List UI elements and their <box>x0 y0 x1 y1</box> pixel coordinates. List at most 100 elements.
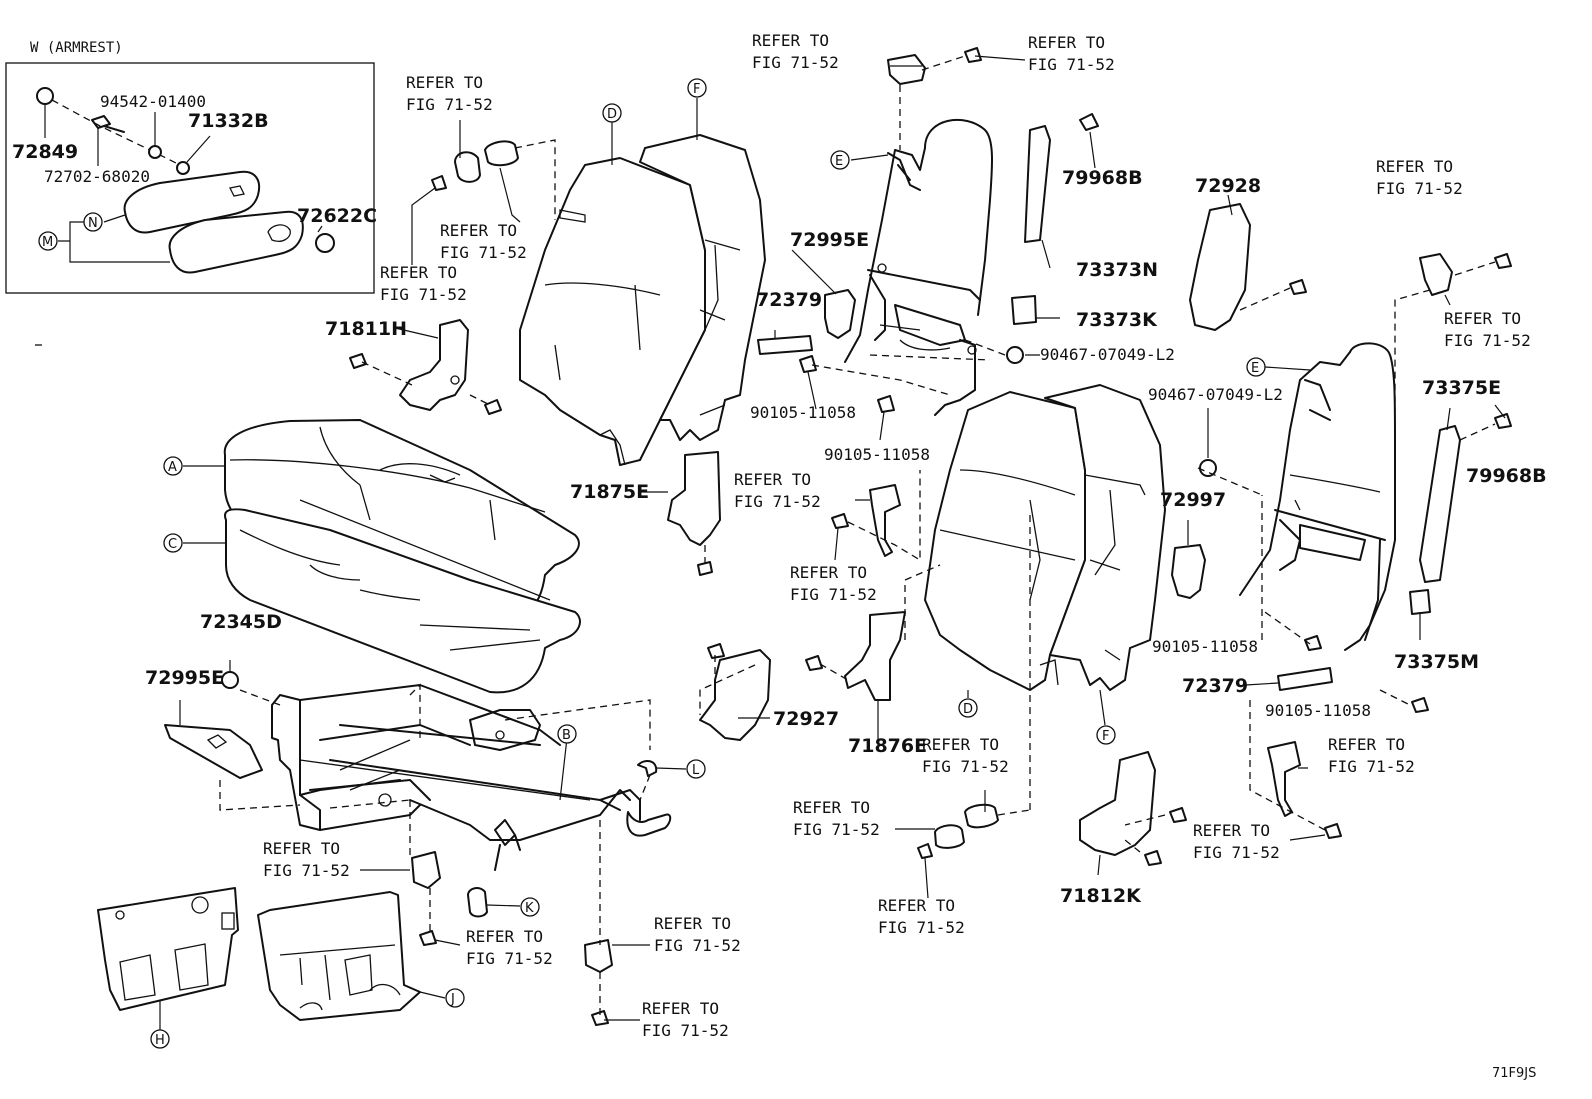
svg-text:FIG 71-52: FIG 71-52 <box>793 820 880 839</box>
seat-cover-j <box>257 891 421 1021</box>
pn-90105-11058-c: 90105-11058 <box>1152 637 1258 656</box>
pn-72995E-top: 72995E <box>790 229 869 251</box>
figure-code: 71F9JS <box>1492 1066 1536 1081</box>
svg-text:FIG 71-52: FIG 71-52 <box>466 949 553 968</box>
svg-text:E: E <box>835 154 843 169</box>
pn-72995E-lower: 72995E <box>145 667 224 689</box>
svg-text:REFER TO: REFER TO <box>734 470 811 489</box>
refer-to-labels: REFER TO FIG 71-52 REFER TO FIG 71-52 REFE… <box>263 31 1531 1040</box>
callout-h: H <box>150 1029 170 1049</box>
pn-90105-11058-b: 90105-11058 <box>824 445 930 464</box>
svg-text:FIG 71-52: FIG 71-52 <box>752 53 839 72</box>
svg-text:REFER TO: REFER TO <box>878 896 955 915</box>
seat-cushion-c <box>224 508 581 694</box>
svg-text:REFER TO: REFER TO <box>263 839 340 858</box>
pn-72927: 72927 <box>773 708 839 730</box>
inset-title: W (ARMREST) <box>30 40 123 56</box>
pn-72379-left: 72379 <box>756 289 822 311</box>
pn-79968B-top: 79968B <box>1062 167 1143 189</box>
svg-text:FIG 71-52: FIG 71-52 <box>1444 331 1531 350</box>
leader-lines <box>159 55 1506 1030</box>
svg-text:F: F <box>693 82 700 97</box>
pn-71332B: 71332B <box>188 110 269 132</box>
svg-text:L: L <box>692 763 700 778</box>
svg-text:REFER TO: REFER TO <box>466 927 543 946</box>
seat-frame-b <box>271 684 672 871</box>
svg-text:REFER TO: REFER TO <box>1376 157 1453 176</box>
seat-back-d-left <box>519 157 706 466</box>
small-parts <box>164 47 1512 1026</box>
callout-b: B <box>557 724 577 744</box>
pn-90105-11058-a: 90105-11058 <box>750 403 856 422</box>
pn-71811H: 71811H <box>325 318 407 340</box>
svg-text:N: N <box>88 216 98 231</box>
svg-text:A: A <box>168 460 177 475</box>
svg-text:REFER TO: REFER TO <box>922 735 999 754</box>
seat-back-f-right <box>1044 384 1166 691</box>
pn-90105-11058-d: 90105-11058 <box>1265 701 1371 720</box>
svg-text:REFER TO: REFER TO <box>1444 309 1521 328</box>
pn-72379-right: 72379 <box>1182 675 1248 697</box>
refer-r7: REFER TO FIG 71-52 <box>1444 309 1531 350</box>
callout-k: K <box>520 897 540 917</box>
callout-e-left: E <box>830 150 850 170</box>
svg-text:FIG 71-52: FIG 71-52 <box>1193 843 1280 862</box>
callout-d-bottom: D <box>958 698 978 718</box>
svg-text:FIG 71-52: FIG 71-52 <box>790 585 877 604</box>
refer-r10: REFER TO FIG 71-52 <box>922 735 1009 776</box>
svg-text:J: J <box>450 992 455 1007</box>
pn-72849: 72849 <box>12 141 78 163</box>
svg-text:REFER TO: REFER TO <box>752 31 829 50</box>
pn-71875E: 71875E <box>570 481 649 503</box>
svg-text:H: H <box>155 1033 165 1048</box>
callout-f-bottom: F <box>1096 725 1116 745</box>
pn-79968B-right: 79968B <box>1466 465 1547 487</box>
refer-r16: REFER TO FIG 71-52 <box>654 914 741 955</box>
svg-text:FIG 71-52: FIG 71-52 <box>922 757 1009 776</box>
back-frame-e-left <box>844 118 994 416</box>
svg-text:FIG 71-52: FIG 71-52 <box>406 95 493 114</box>
pn-94542-01400: 94542-01400 <box>100 92 206 111</box>
pn-90467-07049-L2-b: 90467-07049-L2 <box>1148 385 1283 404</box>
svg-text:FIG 71-52: FIG 71-52 <box>1028 55 1115 74</box>
pn-71812K: 71812K <box>1060 885 1142 907</box>
pn-72345D: 72345D <box>200 611 282 633</box>
svg-text:M: M <box>42 235 53 250</box>
callout-f-top: F <box>687 78 707 98</box>
svg-text:REFER TO: REFER TO <box>790 563 867 582</box>
refer-r9: REFER TO FIG 71-52 <box>790 563 877 604</box>
armrest-drawing <box>36 87 335 274</box>
svg-text:FIG 71-52: FIG 71-52 <box>654 936 741 955</box>
svg-text:REFER TO: REFER TO <box>654 914 731 933</box>
pn-73373N: 73373N <box>1076 259 1158 281</box>
svg-text:D: D <box>607 107 617 122</box>
circle-callouts: A C B D F E E D F H J K L M N <box>38 78 1266 1049</box>
svg-text:FIG 71-52: FIG 71-52 <box>440 243 527 262</box>
svg-text:FIG 71-52: FIG 71-52 <box>380 285 467 304</box>
svg-text:REFER TO: REFER TO <box>793 798 870 817</box>
pn-72997: 72997 <box>1160 489 1226 511</box>
svg-text:REFER TO: REFER TO <box>1028 33 1105 52</box>
pn-73375E: 73375E <box>1422 377 1501 399</box>
callout-e-right: E <box>1246 357 1266 377</box>
callout-j: J <box>445 988 465 1008</box>
svg-text:FIG 71-52: FIG 71-52 <box>642 1021 729 1040</box>
svg-text:E: E <box>1251 361 1259 376</box>
callout-c: C <box>163 533 183 553</box>
refer-r17: REFER TO FIG 71-52 <box>466 927 553 968</box>
refer-r12: REFER TO FIG 71-52 <box>793 798 880 839</box>
svg-text:K: K <box>525 901 534 916</box>
callout-a: A <box>163 456 183 476</box>
svg-text:C: C <box>168 537 177 552</box>
pn-72928: 72928 <box>1195 175 1261 197</box>
pn-71876E: 71876E <box>848 735 927 757</box>
inset-box <box>5 62 375 294</box>
pn-72702-68020: 72702-68020 <box>44 167 150 186</box>
